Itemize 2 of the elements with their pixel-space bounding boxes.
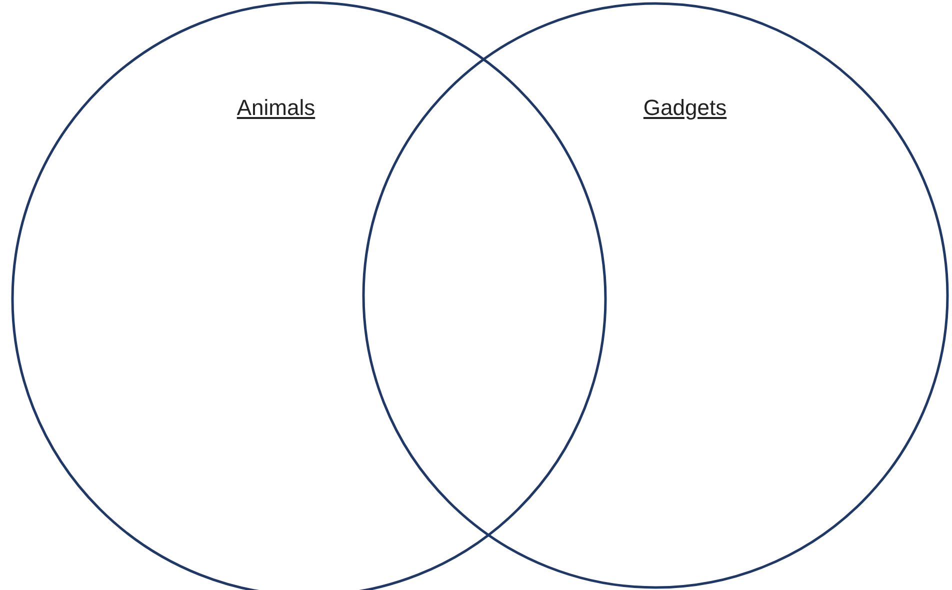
- set-label: Animals: [236, 95, 316, 121]
- set-label: Gadgets: [643, 95, 727, 121]
